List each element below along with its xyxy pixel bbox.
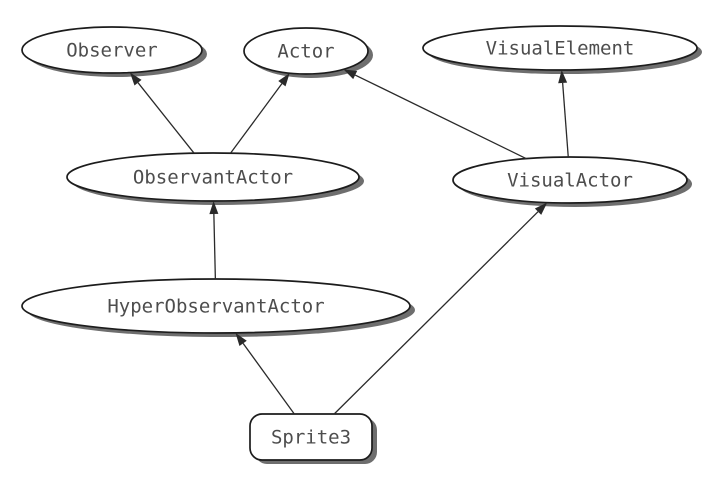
- node-shape: [243, 27, 369, 75]
- node-hyper-observant-actor: HyperObservantActor: [21, 278, 415, 337]
- node-label-visual-element: VisualElement: [486, 38, 635, 60]
- node-shape: [21, 278, 411, 334]
- edge-line: [562, 82, 569, 158]
- edge-arrowhead: [534, 202, 548, 215]
- edge-arrowhead: [129, 72, 142, 86]
- node-visual-element: VisualElement: [422, 25, 702, 74]
- edge-observant-actor-to-actor: [230, 73, 290, 154]
- node-label-hyper-observant-actor: HyperObservantActor: [107, 296, 324, 318]
- node-label-visual-actor: VisualActor: [507, 170, 633, 192]
- node-shape: [452, 156, 688, 204]
- node-label-observer: Observer: [66, 40, 158, 62]
- edge-line: [354, 74, 527, 160]
- node-shape: [66, 152, 360, 202]
- node-shape: [21, 26, 203, 74]
- node-observant-actor: ObservantActor: [66, 152, 364, 205]
- edge-arrowhead: [278, 73, 290, 87]
- node-observer: Observer: [21, 26, 207, 77]
- edge-observant-actor-to-observer: [129, 72, 195, 154]
- edge-arrowhead: [235, 332, 247, 347]
- node-label-observant-actor: ObservantActor: [133, 167, 293, 189]
- edge-line: [333, 211, 539, 415]
- edge-visual-actor-to-actor: [343, 69, 527, 160]
- edge-arrowhead: [209, 200, 219, 215]
- edge-sprite3-to-hyper-observant-actor: [235, 332, 295, 415]
- edge-arrowhead: [343, 69, 358, 80]
- node-shape: [249, 413, 373, 461]
- edge-visual-actor-to-visual-element: [558, 69, 569, 158]
- node-layer: Observer Actor VisualElementObservantActor…: [21, 25, 702, 464]
- edge-line: [213, 213, 217, 280]
- edge-layer: [129, 69, 569, 415]
- edge-arrowhead: [558, 69, 568, 84]
- edge-line: [230, 83, 283, 154]
- node-visual-actor: VisualActor: [452, 156, 692, 207]
- node-label-sprite3: Sprite3: [271, 427, 351, 449]
- node-sprite3: Sprite3: [249, 413, 377, 464]
- node-shape: [422, 25, 698, 71]
- edge-sprite3-to-visual-actor: [333, 202, 548, 415]
- edge-line: [242, 343, 295, 415]
- node-label-actor: Actor: [277, 41, 334, 63]
- edge-line: [137, 82, 195, 154]
- node-actor: Actor: [243, 27, 373, 78]
- edge-hyper-observant-actor-to-observant-actor: [209, 200, 219, 280]
